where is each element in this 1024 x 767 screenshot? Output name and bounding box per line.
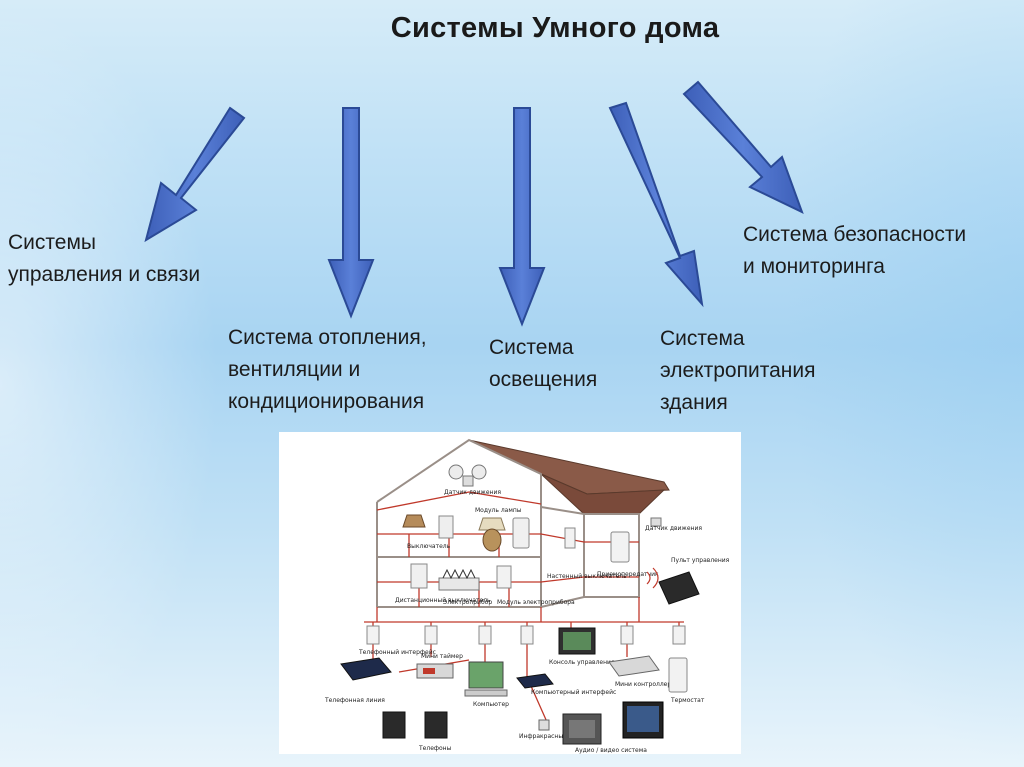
category-line: Система безопасности (743, 223, 967, 246)
thermostat-device: Термостат (668, 657, 705, 704)
background-glow-left (0, 0, 220, 767)
label-appliance: Электроприбор (443, 599, 492, 606)
motion-sensor-right: Датчик движения (645, 517, 702, 532)
label-thermostat: Термостат (670, 697, 705, 704)
label-mini-timer: Мини таймер (421, 653, 463, 660)
label-computer: Компьютер (473, 701, 509, 708)
label-av-system: Аудио / видео система (575, 747, 647, 754)
label-dimmer: Дистанционный выключатель (395, 597, 491, 604)
house-diagram: Датчик движения Выключатель Модуль лампы… (324, 438, 730, 754)
mini-controller-device: Мини контроллер (608, 655, 671, 688)
arrow-to-lighting (498, 107, 546, 327)
mini-timer-device: Мини таймер (416, 653, 463, 679)
label-appliance-module: Модуль электроприбора (497, 599, 575, 606)
label-mini-controller: Мини контроллер (615, 681, 671, 688)
category-power: Система электропитания здания (660, 323, 815, 419)
category-security: Система безопасности и мониторинга (743, 219, 966, 283)
label-computer-interface: Компьютерный интерфейс (531, 689, 616, 696)
dimmer-device: Дистанционный выключатель (395, 563, 491, 604)
motion-sensor-top: Датчик движения (444, 464, 501, 496)
category-control-systems: Системы управления и связи (8, 227, 200, 291)
computer-interface-device: Компьютерный интерфейс (516, 673, 616, 696)
category-line: и мониторинга (743, 255, 885, 278)
phones-device: Телефоны (382, 711, 452, 752)
label-wall-switch: Настенный выключатель (547, 573, 627, 580)
arrow-to-control-systems (144, 106, 246, 243)
category-line: Система (660, 327, 745, 350)
label-phones: Телефоны (418, 745, 452, 752)
category-line: вентиляции и (228, 358, 361, 381)
background-glow-right (784, 0, 1024, 767)
label-switch: Выключатель (407, 543, 451, 550)
category-line: освещения (489, 368, 598, 391)
switch-device: Выключатель (402, 514, 454, 550)
category-line: управления и связи (8, 263, 201, 286)
label-remote: Пульт управления (671, 557, 730, 564)
remote-control-device: Пульт управления (646, 557, 730, 605)
label-phone-interface: Телефонный интерфейс (358, 649, 436, 656)
outlet-row (366, 625, 686, 645)
label-console: Консоль управления (549, 659, 615, 666)
roof-front (540, 473, 666, 515)
arrow-to-hvac (327, 107, 375, 319)
ir-output-device: Инфракрасный выход (519, 719, 589, 740)
category-line: кондиционирования (228, 390, 425, 413)
appliance-module-device: Модуль электроприбора (496, 565, 575, 606)
appliance-device: Электроприбор (438, 568, 492, 606)
house-outline (376, 438, 542, 607)
page-title: Системы Умного дома (390, 12, 720, 44)
category-line: Система отопления, (228, 326, 427, 349)
house-annex (540, 506, 640, 608)
category-line: Системы (8, 231, 96, 254)
label-transceiver: Приемопередатчик (597, 571, 659, 578)
smart-home-illustration: Датчик движения Выключатель Модуль лампы… (279, 432, 741, 754)
arrow-to-power (608, 101, 704, 308)
arrow-to-security (682, 80, 804, 214)
category-line: электропитания (660, 359, 816, 382)
label-motion-sensor-right: Датчик движения (645, 525, 702, 532)
av-system-device: Аудио / видео система (562, 701, 664, 754)
console-device: Консоль управления (549, 627, 615, 666)
label-motion-sensor-top: Датчик движения (444, 489, 501, 496)
transceiver-device: Приемопередатчик (597, 531, 659, 578)
category-lighting: Система освещения (489, 332, 597, 396)
computer-device: Компьютер (464, 661, 509, 708)
lamp-module-device: Модуль лампы (475, 507, 530, 552)
category-hvac: Система отопления, вентиляции и кондицио… (228, 322, 427, 418)
wall-switch-device: Настенный выключатель (547, 527, 627, 580)
label-phone-line: Телефонная линия (324, 697, 385, 704)
label-lamp-module: Модуль лампы (475, 507, 522, 514)
phone-interface-device: Телефонный интерфейс Телефонная линия (324, 649, 436, 704)
label-ir-output: Инфракрасный выход (519, 733, 589, 740)
category-line: Система (489, 336, 574, 359)
category-line: здания (660, 391, 728, 414)
